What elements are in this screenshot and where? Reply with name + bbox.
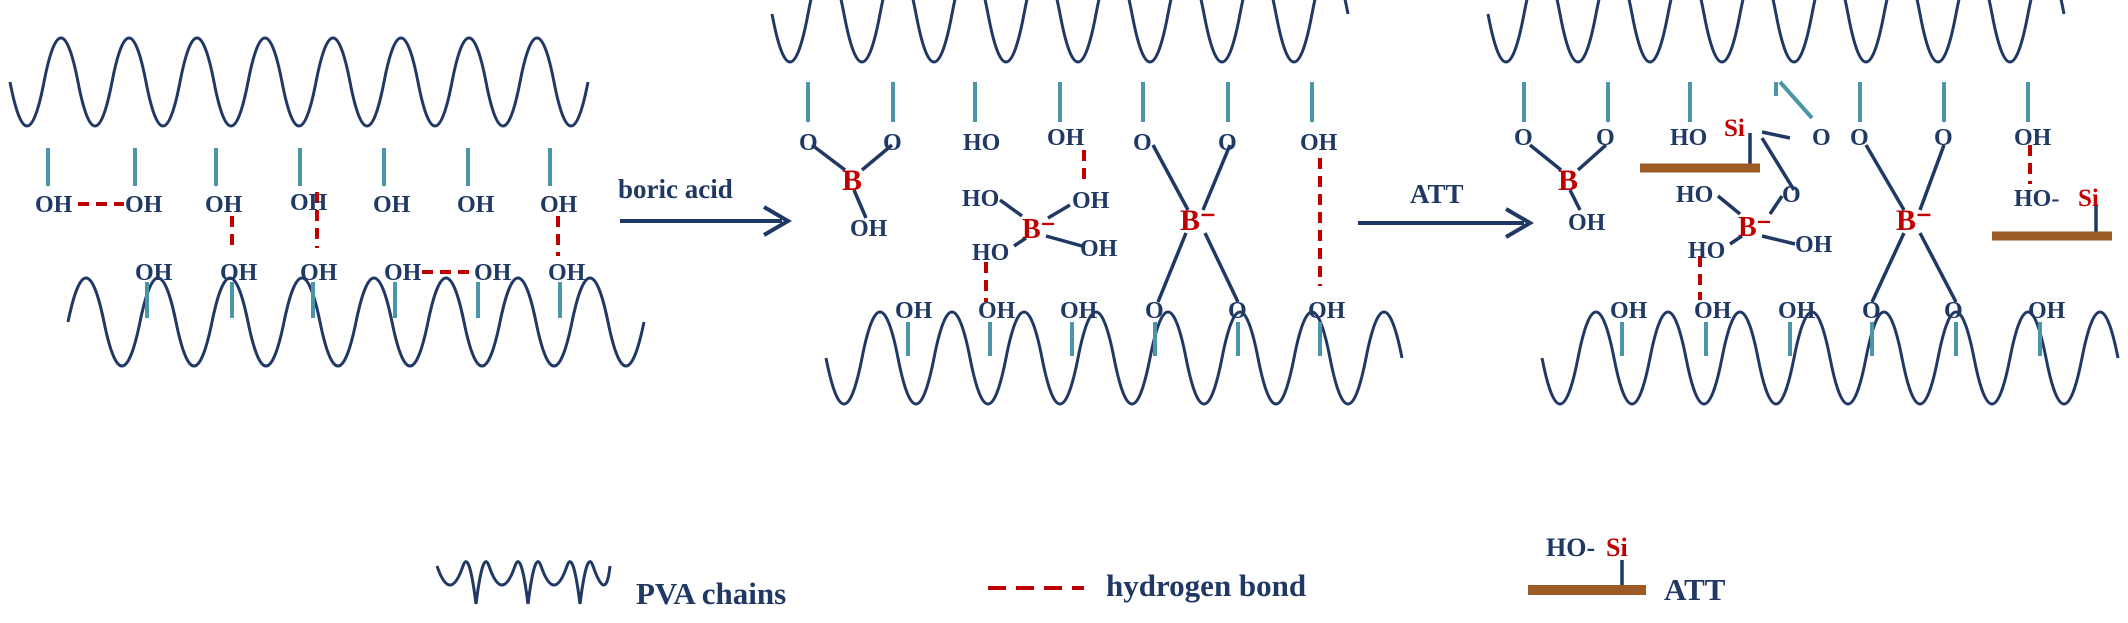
ho-si-prefix-label: HO- <box>2014 186 2059 212</box>
pva-chain-top <box>8 36 590 128</box>
boron-label: B <box>1558 164 1578 197</box>
o-label: O <box>1218 130 1237 156</box>
legend-pva-label: PVA chains <box>636 576 786 611</box>
oh-label: OH <box>1795 232 1833 258</box>
oh-label: OH <box>300 260 338 286</box>
pva-chain-top <box>770 0 1350 64</box>
o-label: O <box>1145 298 1164 324</box>
o-label: O <box>1934 125 1953 151</box>
o-label: O <box>1944 298 1963 324</box>
reaction-arrow-att: ATT <box>1358 179 1534 239</box>
oh-label: OH <box>290 190 328 216</box>
boron-anion-label: B⁻ <box>1738 212 1771 243</box>
oh-label: OH <box>1694 298 1732 324</box>
panel-pva-boric-acid: O O OH HO OH HO OH HO OH O O OH OH OH OH… <box>770 0 1404 406</box>
oh-label: OH <box>384 260 422 286</box>
oh-label: OH <box>1778 298 1816 324</box>
boron-anion-label: B⁻ <box>1180 204 1216 237</box>
oh-label: OH <box>850 216 888 242</box>
o-label: O <box>1133 130 1152 156</box>
oh-label: OH <box>1568 210 1606 236</box>
legend-pva-wave-icon <box>435 560 612 605</box>
legend-hbond-label: hydrogen bond <box>1106 568 1306 603</box>
pva-chain-top <box>1486 0 2066 64</box>
oh-label: OH <box>1308 298 1346 324</box>
oh-label: OH <box>35 192 73 218</box>
reagent-label-att: ATT <box>1410 179 1464 209</box>
oh-label: OH <box>373 192 411 218</box>
o-label: O <box>1862 298 1881 324</box>
legend-att-label: ATT <box>1664 572 1726 607</box>
si-label: Si <box>2078 185 2099 212</box>
oh-label: OH <box>474 260 512 286</box>
legend-att-si: Si <box>1606 533 1628 562</box>
oh-label: OH <box>895 298 933 324</box>
oh-label: OH <box>457 192 495 218</box>
panel-pva: OH OH OH OH OH OH OH OH OH OH OH OH OH <box>8 36 646 368</box>
legend-att-prefix: HO- <box>1546 533 1595 562</box>
oh-label: OH <box>2014 125 2052 151</box>
pva-chain-bottom <box>1540 310 2120 406</box>
oh-label: OH <box>2028 298 2066 324</box>
legend: PVA chains hydrogen bond HO- Si ATT <box>435 533 1726 611</box>
oh-label: OH <box>135 260 173 286</box>
o-label: O <box>1782 182 1801 208</box>
oh-label: OH <box>1047 125 1085 151</box>
oh-label: OH <box>978 298 1016 324</box>
boron-label: B <box>842 164 862 197</box>
o-label: O <box>1596 125 1615 151</box>
oh-label: OH <box>548 260 586 286</box>
oh-label: OH <box>1080 236 1118 262</box>
oh-label: OH <box>1300 130 1338 156</box>
oh-label: OH <box>540 192 578 218</box>
pva-chain-bottom <box>824 310 1404 406</box>
si-label: Si <box>1724 115 1745 142</box>
ho-label: HO <box>972 240 1009 266</box>
o-label: O <box>1812 125 1831 151</box>
o-label: O <box>799 130 818 156</box>
ho-label: HO <box>1670 125 1707 151</box>
o-label: O <box>1514 125 1533 151</box>
oh-label: OH <box>220 260 258 286</box>
hydrogen-bonds <box>78 192 560 274</box>
ho-label: HO <box>963 130 1000 156</box>
legend-item-pva: PVA chains <box>435 560 786 611</box>
side-groups <box>46 148 562 318</box>
oh-label: OH <box>1610 298 1648 324</box>
o-label: O <box>883 130 902 156</box>
reaction-arrow-boric-acid: boric acid <box>618 174 792 237</box>
oh-label: OH <box>205 192 243 218</box>
boron-anion-label: B⁻ <box>1896 204 1932 237</box>
reagent-label-boric-acid: boric acid <box>618 174 733 204</box>
ho-label: HO <box>1676 182 1713 208</box>
legend-item-att: HO- Si ATT <box>1528 533 1726 607</box>
oh-label: OH <box>1060 298 1098 324</box>
ho-label: HO <box>962 186 999 212</box>
panel-pva-boric-acid-att: O O OH HO O HO O HO OH O O OH HO- OH OH … <box>1486 0 2120 406</box>
ho-label: HO <box>1688 238 1725 264</box>
legend-item-hbond: hydrogen bond <box>988 568 1306 603</box>
boron-anion-label: B⁻ <box>1022 214 1055 245</box>
pva-chain-bottom <box>66 276 646 368</box>
o-label: O <box>1228 298 1247 324</box>
oh-label: OH <box>125 192 163 218</box>
o-label: O <box>1850 125 1869 151</box>
oh-label: OH <box>1072 188 1110 214</box>
